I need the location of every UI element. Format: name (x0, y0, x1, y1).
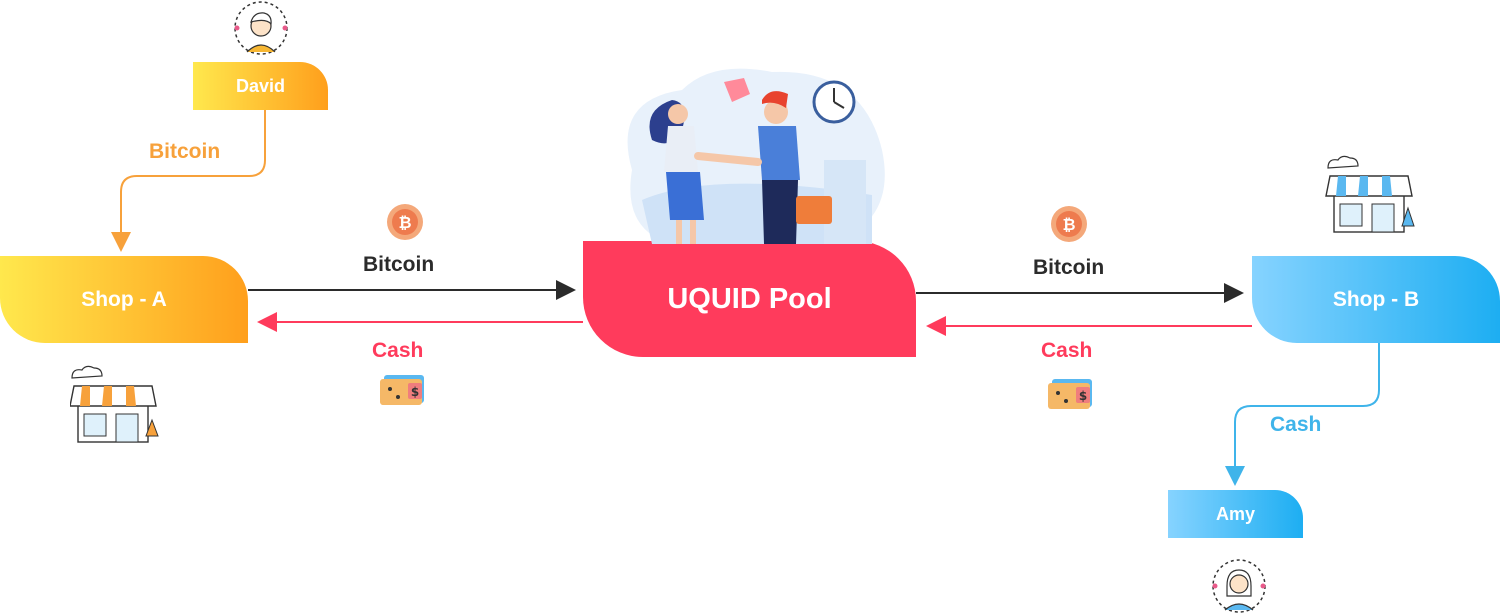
handshake-illustration (627, 68, 885, 244)
edge-label-shop-a-cash: Cash (372, 339, 424, 362)
edge-label-david-bitcoin: Bitcoin (149, 140, 221, 163)
node-shop-a: Shop - A (0, 256, 248, 343)
user-avatar-icon (1212, 559, 1266, 613)
store-icon (1325, 155, 1415, 233)
node-david: David (193, 62, 328, 110)
edge-label-shop-b-cash: Cash (1041, 339, 1093, 362)
svg-text:₿: ₿ (1062, 215, 1075, 234)
node-uquid-pool: UQUID Pool (583, 241, 916, 357)
svg-text:$: $ (411, 385, 419, 399)
node-shop-b: Shop - B (1252, 256, 1500, 343)
bitcoin-icon: ₿ (1051, 206, 1087, 242)
edge-label-amy-cash: Cash (1270, 413, 1322, 436)
node-amy: Amy (1168, 490, 1303, 538)
edge-label-shop-a-bitcoin: Bitcoin (363, 253, 435, 276)
store-icon (70, 365, 159, 443)
edge-label-shop-b-bitcoin: Bitcoin (1033, 256, 1105, 279)
bitcoin-icon: ₿ (387, 204, 423, 240)
cash-wallet-icon: $ (380, 375, 424, 405)
svg-text:$: $ (1079, 389, 1087, 403)
svg-text:₿: ₿ (398, 213, 411, 232)
user-avatar-icon (234, 1, 288, 55)
edge-david-to-shop-a (111, 110, 266, 252)
cash-wallet-icon: $ (1048, 379, 1092, 409)
edge-shop-b-to-amy (1225, 343, 1380, 486)
